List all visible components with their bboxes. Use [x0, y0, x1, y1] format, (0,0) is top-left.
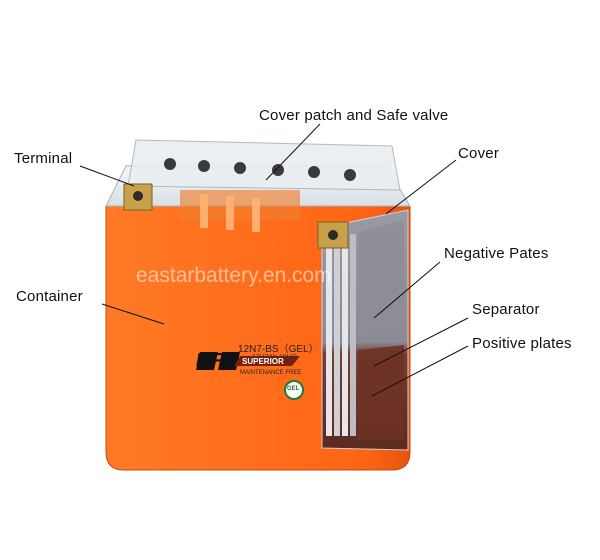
label-separator: Separator — [472, 301, 540, 318]
label-terminal: Terminal — [14, 150, 72, 167]
label-positive-plates: Positive plates — [472, 335, 572, 352]
brand-logo: MF — [196, 350, 222, 371]
terminal-left — [124, 184, 152, 210]
terminal-right — [318, 222, 348, 248]
gel-badge: GEL — [287, 386, 299, 392]
label-cover: Cover — [458, 145, 499, 162]
brand-tagline: MAINTENANCE FREE — [240, 370, 301, 376]
battery-model: 12N7-BS（GEL） — [238, 340, 319, 355]
watermark: eastarbattery.en.com — [136, 264, 332, 288]
label-cover-patch: Cover patch and Safe valve — [259, 107, 448, 124]
label-negative-plates: Negative Pates — [444, 245, 549, 262]
label-container: Container — [16, 288, 83, 305]
brand-name: SUPERIOR — [242, 357, 284, 366]
